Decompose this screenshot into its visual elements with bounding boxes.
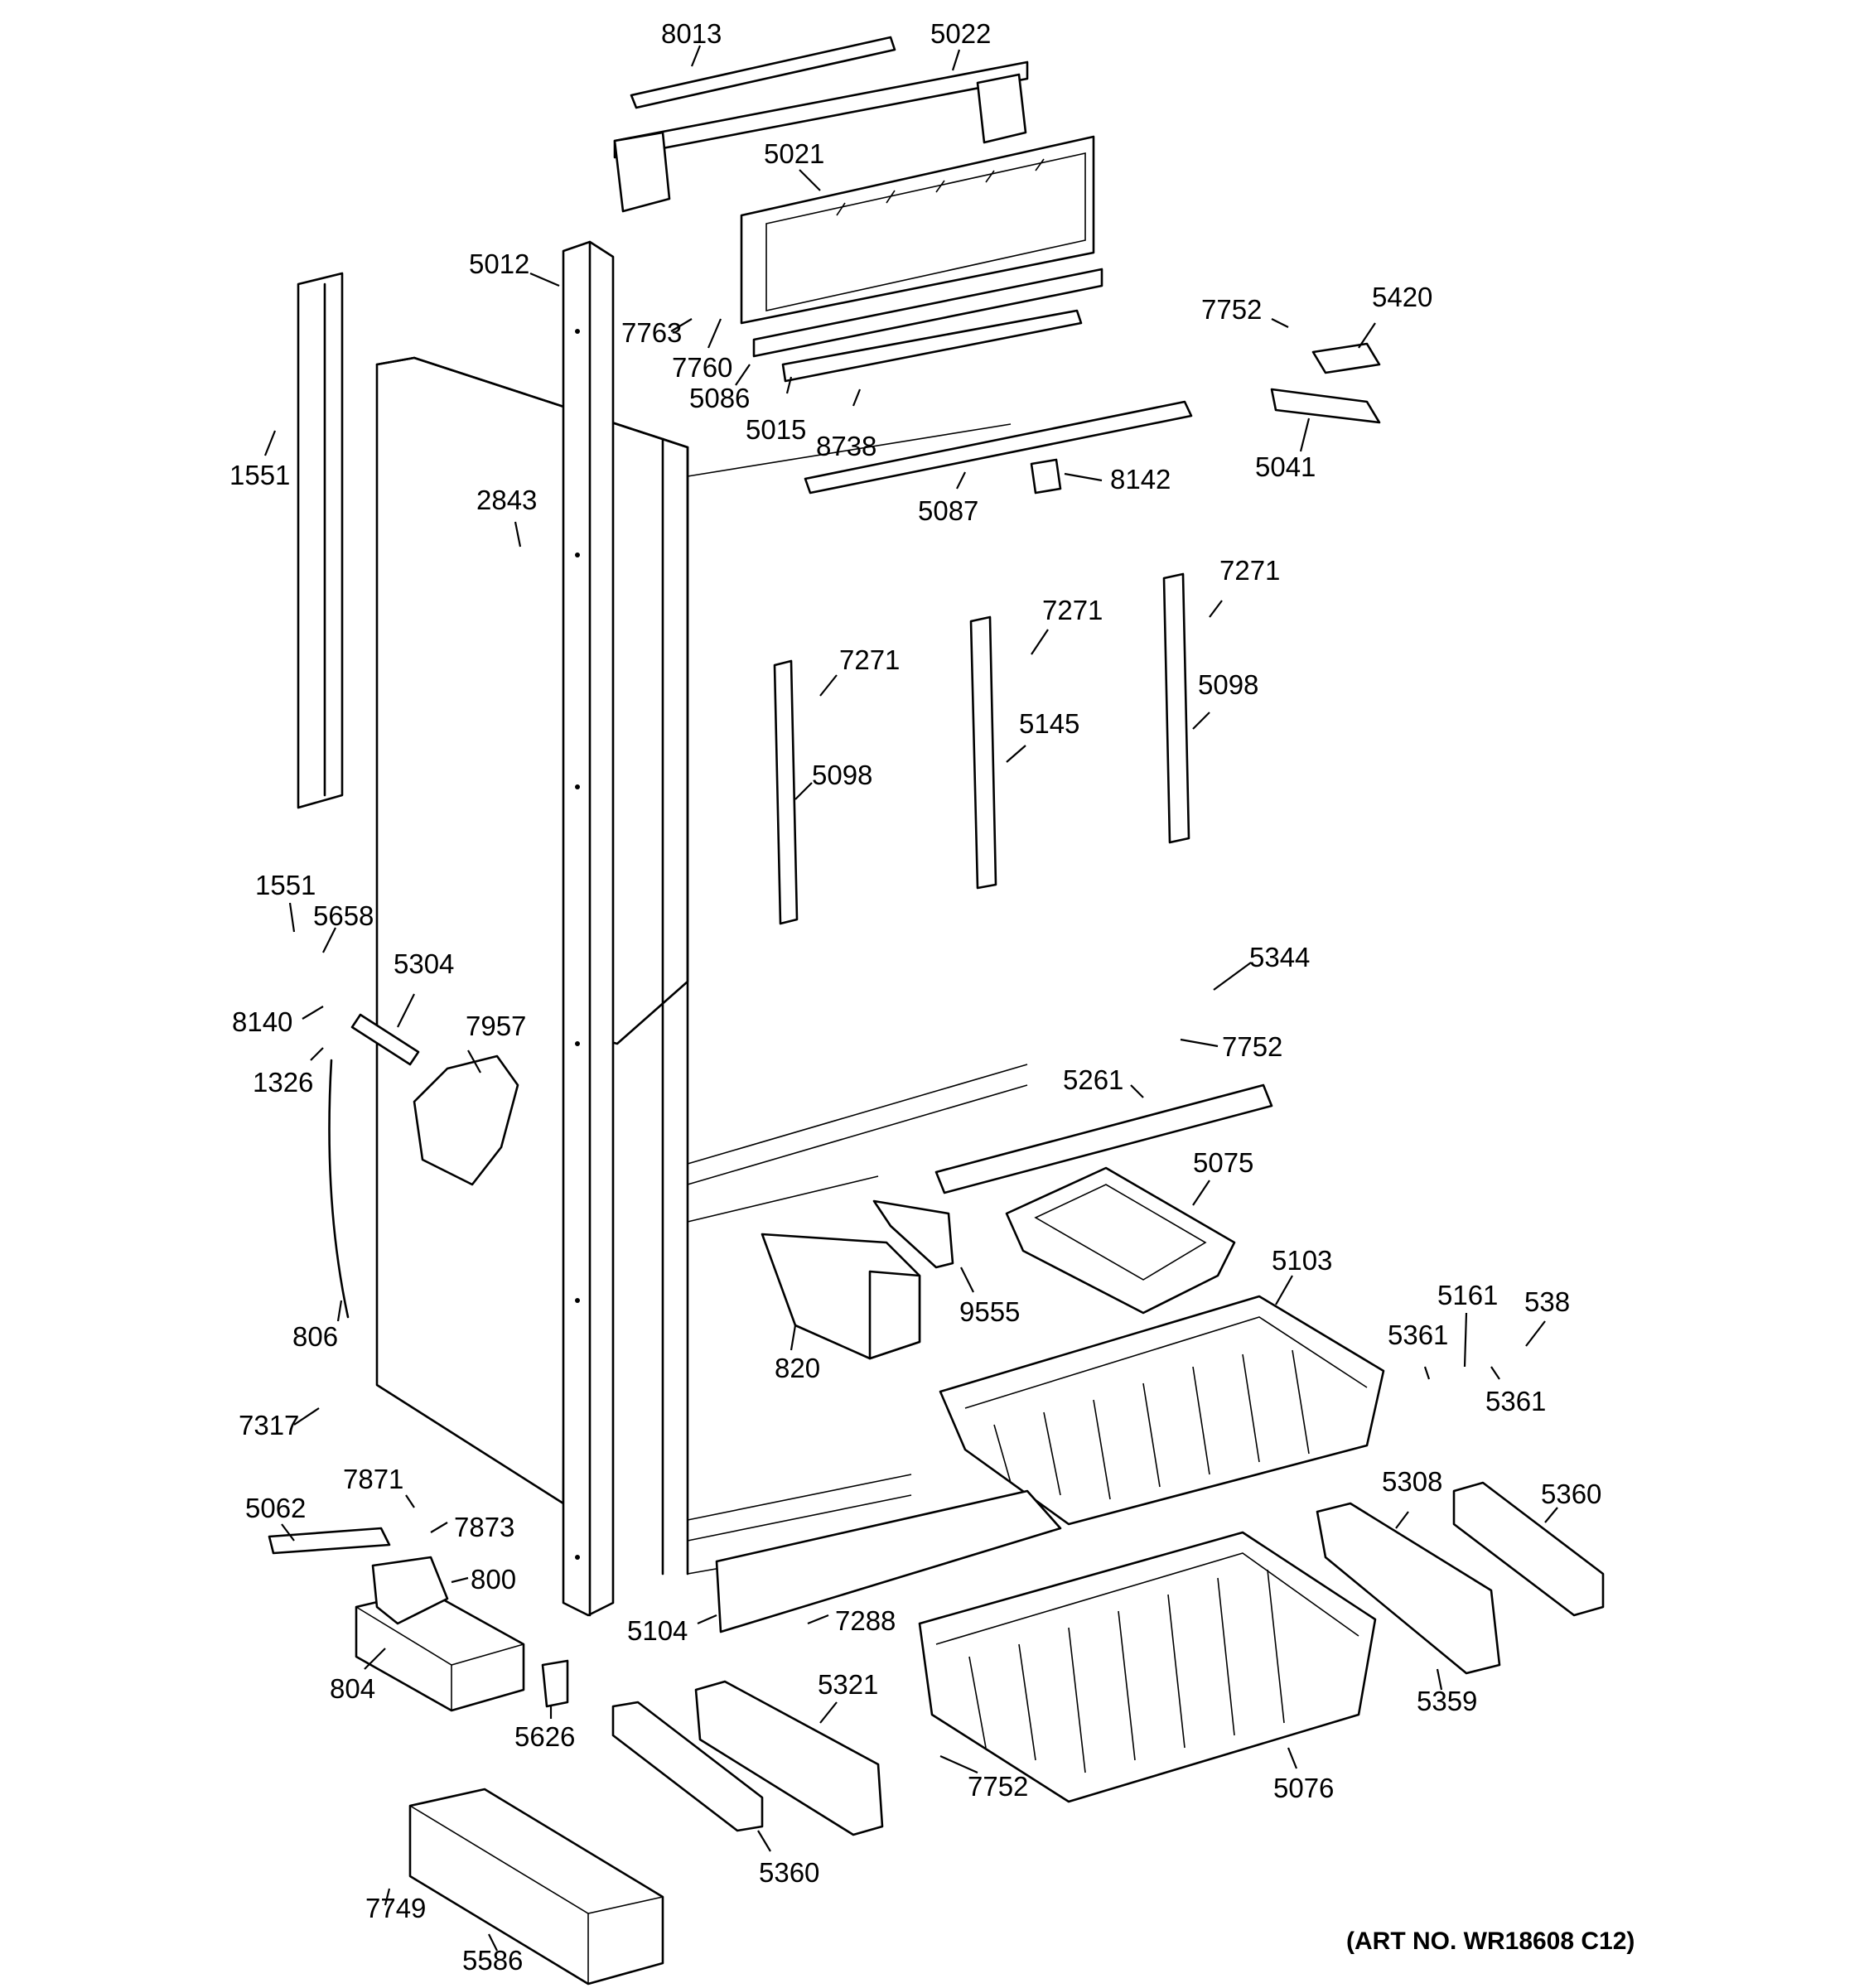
part-label: 7760 [672,352,732,383]
part-label: 5586 [462,1945,523,1976]
part-label: 5145 [1019,708,1079,739]
part-label: 7871 [343,1464,403,1494]
trim-strip [934,1083,1273,1194]
water-tube [328,1059,350,1319]
part-label: 5360 [1541,1479,1601,1509]
part-label: 5075 [1193,1147,1253,1178]
part-label: 7271 [1042,595,1103,625]
upper-basket [939,1295,1385,1526]
right-slide [1316,1502,1501,1675]
part-label: 7752 [1201,294,1262,325]
bottom-housing [408,1788,664,1986]
ice-bracket [872,1199,954,1269]
part-label: 5626 [514,1721,575,1752]
part-label: 5104 [627,1615,688,1646]
left-cover [611,1701,764,1832]
part-label: 5015 [746,414,806,445]
part-label: 5041 [1255,451,1316,482]
side-trim-strip [297,272,344,809]
fill-tube [350,1013,420,1066]
part-label: 1551 [229,460,290,490]
left-slide [694,1680,884,1836]
part-label: 7873 [454,1512,514,1542]
part-label: 7957 [466,1011,526,1041]
part-label: 5103 [1272,1245,1332,1276]
part-label: 5360 [759,1857,819,1888]
part-label: 5076 [1273,1773,1334,1803]
wire-harness [413,1054,519,1186]
part-label: 806 [292,1321,338,1352]
ice-maker [761,1233,921,1360]
small-bracket [541,1659,569,1708]
shelf-ladders [773,572,1190,925]
part-label: 800 [471,1564,516,1595]
art-number: (ART NO. WR18608 C12) [1346,1928,1635,1955]
part-label: 1326 [253,1067,313,1098]
part-label: 8142 [1110,464,1171,495]
part-label: 5021 [764,138,824,169]
part-label: 5361 [1485,1386,1546,1416]
part-label: 8140 [232,1006,292,1037]
part-label: 5308 [1382,1466,1442,1497]
part-label: 7288 [835,1605,896,1636]
lower-basket [918,1531,1377,1803]
part-label: 2843 [476,485,537,515]
right-cover [1452,1481,1605,1617]
upper-hinge-parts [1030,342,1381,495]
cabinet-body [375,356,1028,1575]
part-label: 5086 [689,383,750,413]
part-label: 7271 [1219,555,1280,586]
part-label: 538 [1524,1286,1570,1317]
part-label: 5420 [1372,282,1432,312]
valve [371,1556,449,1625]
part-label: 5012 [469,248,529,279]
u-rod [268,1527,391,1555]
part-label: 7749 [365,1893,426,1923]
front-mullion-post [562,240,615,1617]
part-labels: 8013 5022 5021 5012 7763 7760 5086 5015 … [229,18,1635,1976]
part-label: 5098 [812,760,872,790]
part-label: 5022 [930,18,991,49]
part-label: 7271 [839,644,900,675]
part-label: 7317 [239,1410,299,1440]
part-label: 8738 [816,431,876,461]
part-label: 5161 [1437,1280,1498,1310]
part-label: 804 [330,1673,375,1704]
part-label: 5261 [1063,1064,1123,1095]
long-rail [804,400,1193,495]
part-label: 7752 [1222,1031,1282,1062]
part-label: 8013 [661,18,722,49]
part-label: 5087 [918,495,978,526]
part-label: 5344 [1249,942,1310,972]
part-label: 9555 [959,1296,1020,1327]
glass-panel [740,135,1103,383]
part-label: 5658 [313,900,374,931]
part-label: 7763 [621,317,682,348]
part-label: 7752 [968,1771,1028,1802]
top-channel-assembly [613,36,1029,213]
leader-lines [263,45,1558,1952]
ice-bin [1005,1166,1236,1315]
part-label: 5359 [1417,1686,1477,1716]
part-label: 820 [775,1353,820,1383]
perforated-tray [715,1489,1062,1633]
part-label: 5098 [1198,669,1258,700]
part-label: 5321 [818,1669,878,1700]
part-label: 5062 [245,1493,306,1523]
part-label: 5361 [1388,1320,1448,1350]
part-label: 1551 [255,870,316,900]
part-label: 5304 [394,948,454,979]
